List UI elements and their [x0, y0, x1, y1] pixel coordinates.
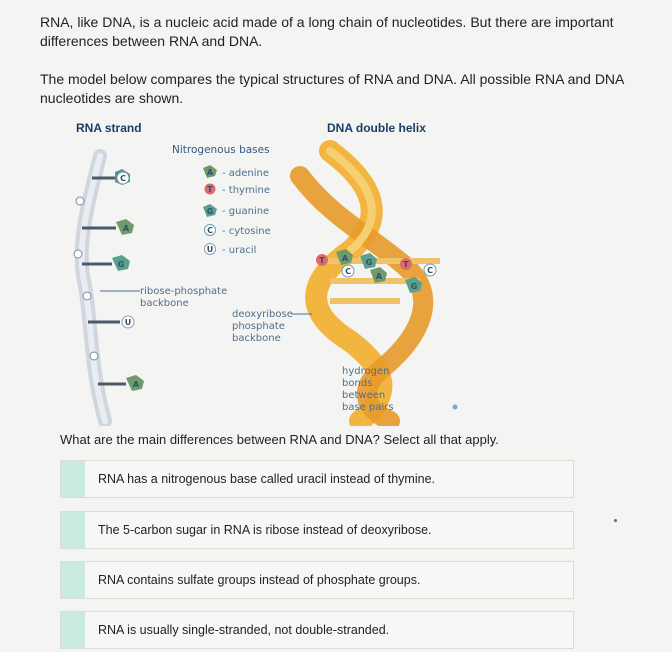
dna-base-c2: C [423, 263, 437, 277]
choice-label: The 5-carbon sugar in RNA is ribose inst… [98, 523, 432, 537]
svg-text:C: C [120, 174, 126, 183]
intro-paragraph-1: RNA, like DNA, is a nucleic acid made of… [40, 14, 614, 49]
hbond-label-2: bonds [342, 378, 372, 389]
svg-text:G: G [411, 282, 418, 291]
svg-text:A: A [123, 224, 130, 233]
checkbox[interactable] [61, 562, 85, 598]
dna-backbone-label-3: backbone [232, 333, 281, 344]
choice-uracil[interactable]: RNA has a nitrogenous base called uracil… [60, 460, 574, 498]
svg-text:T: T [207, 185, 213, 194]
dna-helix: T A C G A T C G [290, 140, 440, 426]
svg-text:T: T [319, 256, 325, 265]
choice-label: RNA has a nitrogenous base called uracil… [98, 472, 435, 486]
stray-dot [614, 519, 617, 522]
choice-ribose[interactable]: The 5-carbon sugar in RNA is ribose inst… [60, 511, 574, 549]
svg-text:C: C [427, 266, 433, 275]
checkbox[interactable] [61, 512, 85, 548]
dna-base-a2: A [370, 267, 387, 283]
checkbox[interactable] [61, 461, 85, 497]
dna-helix-title: DNA double helix [327, 121, 426, 135]
rna-strand-title: RNA strand [76, 121, 142, 135]
svg-text:G: G [207, 207, 214, 216]
dna-base-c: C [341, 264, 355, 278]
rna-nucleotides [82, 176, 126, 386]
question-text: What are the main differences between RN… [60, 432, 499, 447]
dna-base-g2: G [405, 277, 422, 293]
svg-text:A: A [207, 168, 214, 177]
svg-text:- guanine: - guanine [222, 206, 269, 217]
svg-text:G: G [118, 260, 125, 269]
dna-backbone-label-1: deoxyribose- [232, 309, 297, 320]
svg-text:C: C [207, 226, 213, 235]
rna-dna-diagram: C A G U A ribose-phosphate backbone Nitr… [73, 140, 458, 426]
rna-base-c: C [115, 169, 130, 185]
svg-text:C: C [345, 267, 351, 276]
dna-base-t2: T [400, 258, 412, 270]
choice-label: RNA is usually single-stranded, not doub… [98, 623, 390, 637]
rna-backbone-label-2: backbone [140, 298, 189, 309]
svg-text:T: T [403, 260, 409, 269]
svg-text:- uracil: - uracil [222, 245, 256, 256]
checkbox[interactable] [61, 612, 85, 648]
rna-base-u: U [121, 315, 135, 329]
svg-text:Nitrogenous bases: Nitrogenous bases [172, 144, 270, 156]
dna-base-t: T [316, 254, 328, 266]
choice-sulfate[interactable]: RNA contains sulfate groups instead of p… [60, 561, 574, 599]
svg-text:- thymine: - thymine [222, 185, 270, 196]
svg-text:- adenine: - adenine [222, 168, 269, 179]
svg-text:A: A [376, 272, 383, 281]
rna-base-a: A [116, 219, 134, 235]
dna-base-g: G [360, 253, 377, 269]
svg-text:- cytosine: - cytosine [222, 226, 271, 237]
nitrogenous-bases-key: Nitrogenous bases A - adenine T - thymin… [172, 144, 271, 256]
rna-backbone-label-1: ribose-phosphate [140, 286, 227, 297]
svg-text:A: A [342, 254, 349, 263]
hbond-label-3: between [342, 390, 385, 401]
svg-text:A: A [133, 380, 140, 389]
svg-text:G: G [366, 258, 373, 267]
dna-backbone-label-2: phosphate [232, 321, 285, 332]
rna-base-a2: A [126, 375, 144, 391]
hbond-label-1: hydrogen [342, 366, 389, 377]
dna-base-a: A [336, 249, 353, 265]
choice-label: RNA contains sulfate groups instead of p… [98, 573, 421, 587]
svg-text:U: U [125, 318, 132, 327]
choice-single-stranded[interactable]: RNA is usually single-stranded, not doub… [60, 611, 574, 649]
hbond-label-4: base pairs [342, 402, 394, 413]
svg-text:U: U [207, 245, 214, 254]
intro-paragraph-2: The model below compares the typical str… [40, 71, 624, 106]
rna-base-g: G [112, 255, 130, 271]
